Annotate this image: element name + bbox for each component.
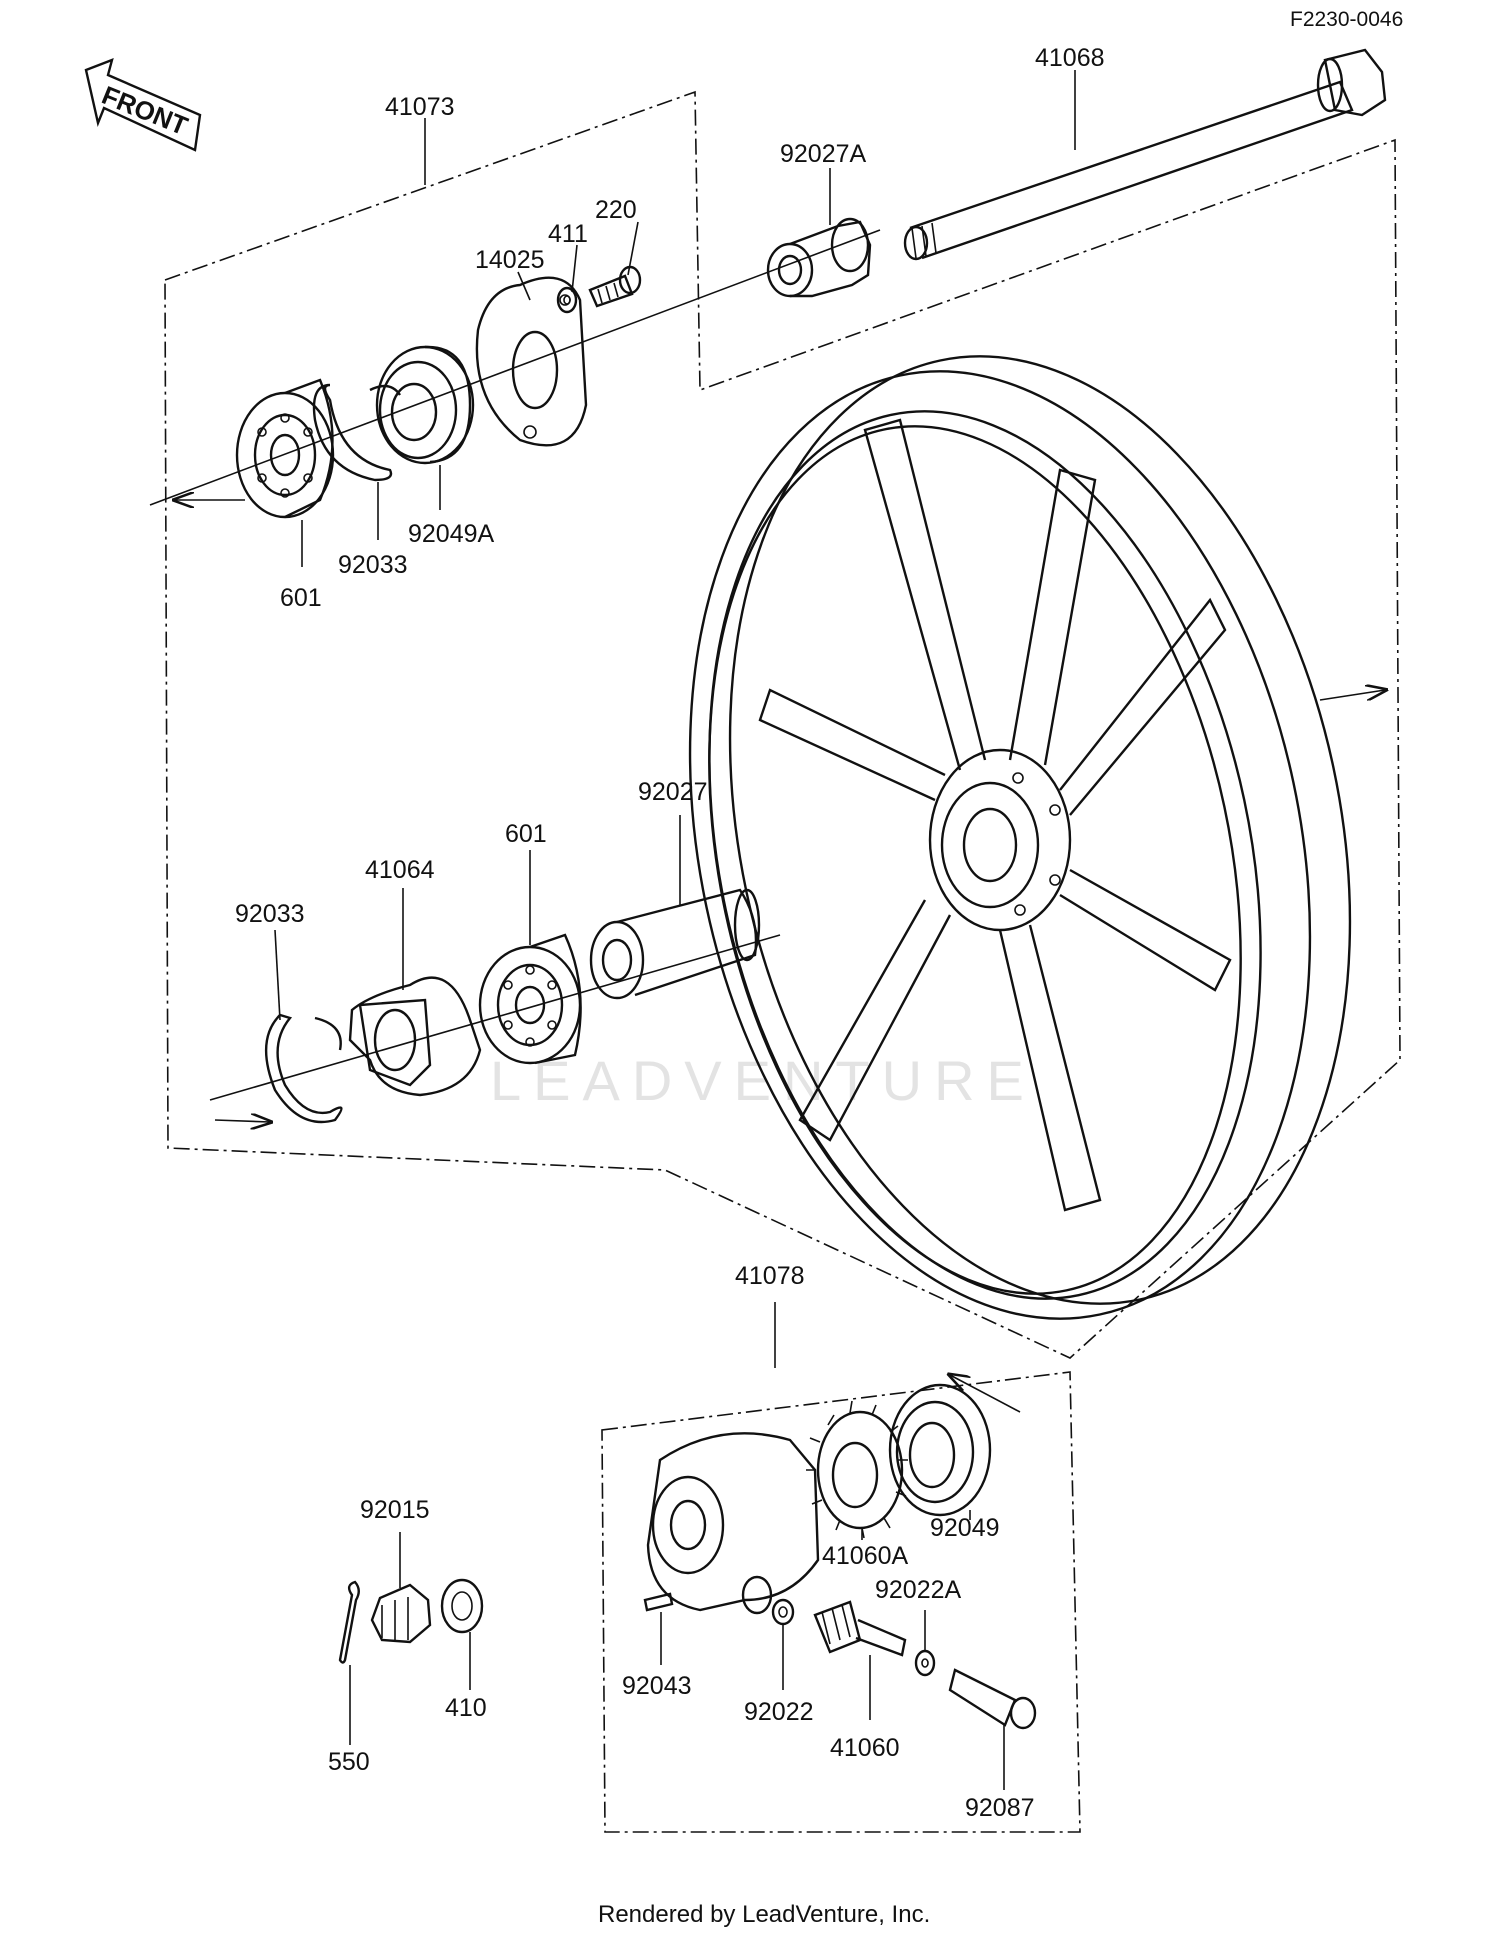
gear-housing-41078 xyxy=(646,1432,820,1615)
label-92027: 92027 xyxy=(638,778,708,806)
label-41078: 41078 xyxy=(735,1262,805,1290)
spacer-92027A xyxy=(766,217,872,298)
label-92049: 92049 xyxy=(930,1514,1000,1542)
washer-410 xyxy=(440,1578,484,1634)
label-41068: 41068 xyxy=(1035,44,1105,72)
label-92022A: 92022A xyxy=(875,1576,962,1604)
seal-92049A xyxy=(375,345,475,465)
pin-92043 xyxy=(643,1592,674,1612)
label-550: 550 xyxy=(328,1748,370,1776)
label-220: 220 xyxy=(595,196,637,224)
circlip-92033-mid xyxy=(265,1013,343,1124)
bearing-601-top xyxy=(235,378,335,519)
diagram-id: F2230-0046 xyxy=(1290,8,1403,31)
seal-92049 xyxy=(888,1383,992,1517)
wheel-rim xyxy=(688,355,1352,1320)
label-92033-top: 92033 xyxy=(338,551,408,579)
label-41060: 41060 xyxy=(830,1734,900,1762)
label-41064: 41064 xyxy=(365,856,435,884)
label-41073: 41073 xyxy=(385,93,455,121)
circlip-92033-top xyxy=(312,383,401,482)
assembly-outline-41073 xyxy=(164,90,1401,1359)
washer-92022A xyxy=(914,1649,936,1677)
cotter-pin-550 xyxy=(338,1580,360,1664)
front-label: FRONT xyxy=(98,80,192,141)
gear-41060A xyxy=(806,1400,908,1539)
front-arrow-icon: FRONT xyxy=(84,58,202,152)
washer-411 xyxy=(556,286,578,314)
label-410: 410 xyxy=(445,1694,487,1722)
label-601-mid: 601 xyxy=(505,820,547,848)
label-601-top: 601 xyxy=(280,584,322,612)
bushing-92087 xyxy=(948,1668,1037,1730)
label-41060A: 41060A xyxy=(822,1542,909,1570)
leader-lines xyxy=(274,70,1076,1790)
label-14025: 14025 xyxy=(475,246,545,274)
label-92049A: 92049A xyxy=(408,520,495,548)
label-92033-mid: 92033 xyxy=(235,900,305,928)
label-92015: 92015 xyxy=(360,1496,430,1524)
washer-92022 xyxy=(771,1598,795,1626)
label-92022: 92022 xyxy=(744,1698,814,1726)
assembly-outline-41078 xyxy=(601,1371,1081,1833)
wheel-arrow xyxy=(1319,690,1385,700)
pinion-41060 xyxy=(813,1600,907,1657)
label-92087: 92087 xyxy=(965,1794,1035,1822)
nut-92015 xyxy=(370,1583,432,1644)
label-92043: 92043 xyxy=(622,1672,692,1700)
axle-41068 xyxy=(903,48,1387,261)
housing-41064 xyxy=(348,976,482,1097)
footer-credit: Rendered by LeadVenture, Inc. xyxy=(598,1901,930,1928)
label-411: 411 xyxy=(548,220,588,248)
watermark: LEADVENTURE xyxy=(490,1049,1036,1112)
screw-220 xyxy=(588,265,642,308)
sleeve-92027 xyxy=(589,888,761,1000)
label-92027A: 92027A xyxy=(780,140,867,168)
bearing-601-mid xyxy=(478,933,582,1065)
